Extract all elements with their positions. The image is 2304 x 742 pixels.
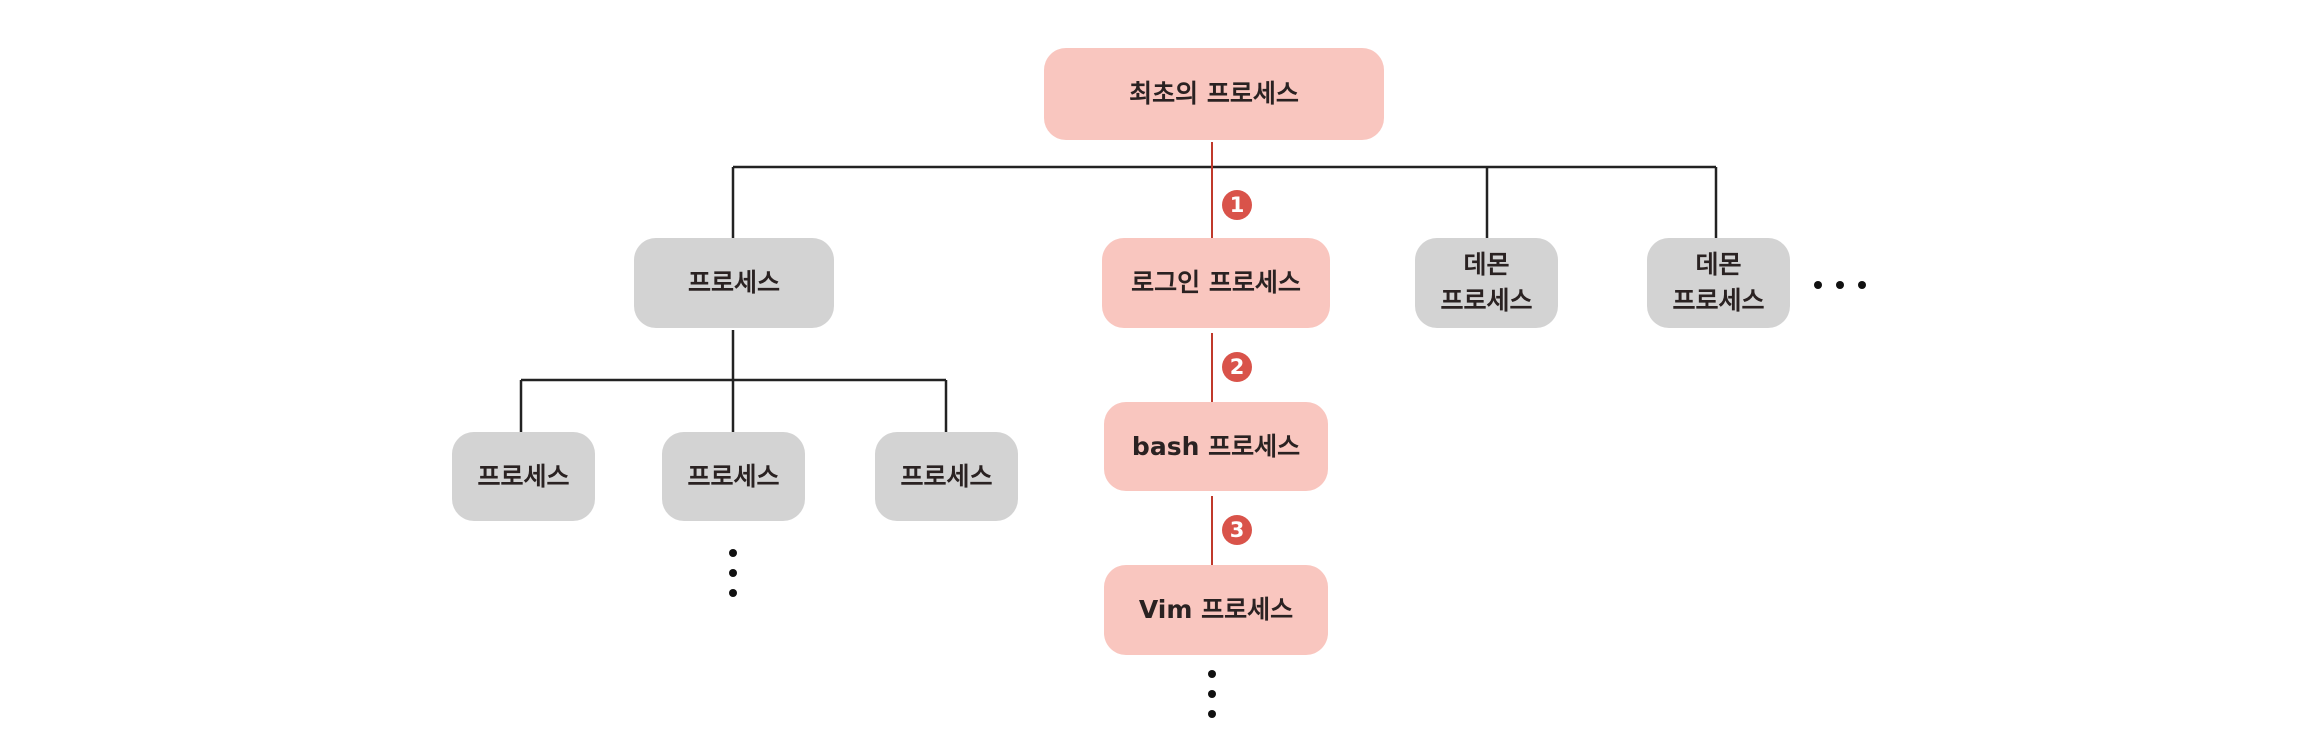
- ellipsis-dot: [1208, 710, 1216, 718]
- node-child-a: 프로세스: [452, 432, 595, 521]
- ellipsis-dot: [1858, 281, 1866, 289]
- step-badge-2: 2: [1222, 352, 1252, 382]
- node-daemon1-label: 데몬 프로세스: [1440, 250, 1533, 315]
- node-process-left-label: 프로세스: [687, 268, 780, 297]
- ellipsis-dot: [729, 589, 737, 597]
- node-login: 로그인 프로세스: [1102, 238, 1330, 328]
- node-child-b: 프로세스: [662, 432, 805, 521]
- ellipsis-dot: [1208, 670, 1216, 678]
- node-process-left: 프로세스: [634, 238, 834, 328]
- node-login-label: 로그인 프로세스: [1131, 268, 1301, 297]
- ellipsis-dot: [729, 569, 737, 577]
- node-vim: Vim 프로세스: [1104, 565, 1328, 655]
- step-badge-3: 3: [1222, 515, 1252, 545]
- node-child-c-label: 프로세스: [900, 461, 993, 491]
- node-daemon2: 데몬 프로세스: [1647, 238, 1790, 328]
- ellipsis-dot: [729, 549, 737, 557]
- node-child-b-label: 프로세스: [687, 461, 780, 491]
- ellipsis-dot: [1814, 281, 1822, 289]
- node-bash: bash 프로세스: [1104, 402, 1328, 491]
- node-root-label: 최초의 프로세스: [1129, 79, 1299, 108]
- ellipsis-dot: [1836, 281, 1844, 289]
- node-daemon1: 데몬 프로세스: [1415, 238, 1558, 328]
- node-vim-label: Vim 프로세스: [1138, 595, 1294, 624]
- node-child-c: 프로세스: [875, 432, 1018, 521]
- node-root: 최초의 프로세스: [1044, 48, 1384, 140]
- ellipsis-dot: [1208, 690, 1216, 698]
- node-daemon2-label: 데몬 프로세스: [1672, 250, 1765, 315]
- node-child-a-label: 프로세스: [477, 461, 570, 491]
- step-badge-1: 1: [1222, 190, 1252, 220]
- node-bash-label: bash 프로세스: [1131, 431, 1301, 461]
